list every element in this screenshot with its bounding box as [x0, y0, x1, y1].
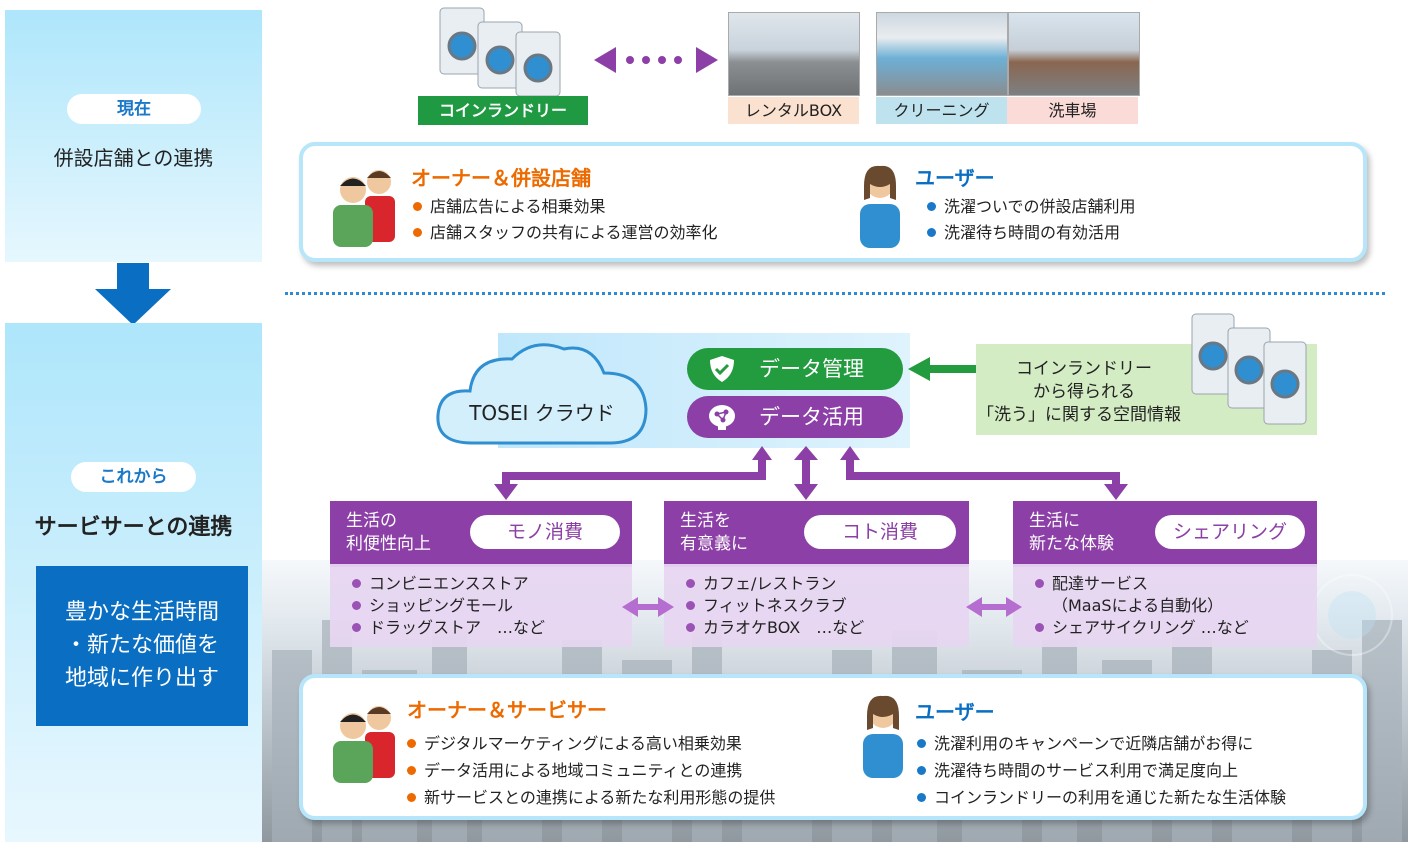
car-wash-photo — [1008, 12, 1140, 96]
user-benefit: 洗濯待ち時間のサービス利用で満足度向上 — [917, 757, 1286, 784]
owner-benefit: 新サービスとの連携による新たな利用形態の提供 — [407, 784, 775, 811]
section-divider — [285, 292, 1385, 295]
owner-benefit: データ活用による地域コミュニティとの連携 — [407, 757, 775, 784]
future-title: サービサーとの連携 — [34, 515, 233, 540]
user-title: ユーザー — [915, 700, 995, 724]
column-item: ショッピングモール — [352, 595, 545, 617]
data-use-pill: データ活用 — [687, 396, 903, 438]
column-tag: コト消費 — [804, 515, 956, 549]
value-line: 地域に作り出す — [64, 666, 219, 691]
store-label: クリーニング — [876, 97, 1007, 124]
owner-benefit: 店舗スタッフの共有による運営の効率化 — [413, 220, 718, 246]
column-item: 配達サービス — [1035, 573, 1249, 595]
owner-title: オーナー＆併設店舗 — [411, 166, 591, 190]
column-item: （MaaSによる自動化） — [1052, 596, 1224, 615]
column-item: カラオケBOX …など — [686, 617, 864, 639]
column-header: 生活を 有意義に コト消費 — [664, 501, 969, 567]
store-label: レンタルBOX — [728, 97, 859, 124]
current-title: 併設店舗との連携 — [53, 146, 214, 170]
future-panel: これから サービサーとの連携 豊かな生活時間 ・新たな価値を 地域に作り出す — [5, 323, 262, 842]
column-item: シェアサイクリング …など — [1035, 617, 1249, 639]
down-arrow-icon — [95, 263, 171, 325]
column-header: 生活に 新たな体験 シェアリング — [1013, 501, 1317, 567]
column-tag: シェアリング — [1155, 515, 1305, 549]
user-person-icon — [858, 164, 902, 248]
column-body: 配達サービス （MaaSによる自動化） シェアサイクリング …など — [1013, 564, 1317, 647]
left-arrow-icon — [908, 357, 978, 381]
column-body: カフェ/レストラン フィットネスクラブ カラオケBOX …など — [664, 564, 969, 647]
user-benefit: 洗濯待ち時間の有効活用 — [927, 220, 1136, 246]
laundry-label: コインランドリー — [418, 96, 588, 125]
connection-arrows — [490, 442, 1140, 502]
column-item: コンビニエンスストア — [352, 573, 545, 595]
washing-machines-icon — [438, 6, 563, 98]
current-panel: 現在 併設店舗との連携 — [5, 10, 262, 262]
column-body: コンビニエンスストア ショッピングモール ドラッグストア …など — [330, 564, 632, 647]
brain-icon — [709, 405, 735, 430]
washing-machines-icon — [1190, 312, 1310, 428]
owner-title: オーナー＆サービサー — [407, 698, 607, 722]
double-arrow-icon — [622, 596, 674, 618]
link-arrow-icon — [594, 45, 718, 75]
value-line: 豊かな生活時間 — [64, 600, 219, 625]
double-arrow-icon — [966, 596, 1022, 618]
owner-benefit: 店舗広告による相乗効果 — [413, 194, 718, 220]
column-label: 有意義に — [680, 534, 748, 554]
value-box: 豊かな生活時間 ・新たな価値を 地域に作り出す — [36, 566, 248, 726]
owner-people-icon — [329, 160, 399, 248]
data-manage-pill: データ管理 — [687, 348, 903, 390]
info-line: コインランドリー — [1016, 359, 1152, 379]
user-benefit: 洗濯利用のキャンペーンで近隣店舗がお得に — [917, 730, 1286, 757]
owner-people-icon — [329, 696, 399, 784]
column-label: 生活を — [680, 511, 731, 531]
cloud-name: TOSEI クラウド — [469, 401, 615, 425]
user-title: ユーザー — [915, 166, 995, 190]
column-label: 生活の — [346, 511, 397, 531]
user-person-icon — [861, 694, 905, 778]
user-benefit: 洗濯ついでの併設店舗利用 — [927, 194, 1136, 220]
rental-box-photo — [728, 12, 860, 96]
column-label: 生活に — [1029, 511, 1080, 531]
cloud-icon: TOSEI クラウド — [432, 335, 652, 453]
column-label: 新たな体験 — [1029, 534, 1114, 554]
store-label: 洗車場 — [1007, 97, 1138, 124]
column-item: カフェ/レストラン — [686, 573, 864, 595]
value-line: ・新たな価値を — [64, 633, 219, 658]
owner-benefit: デジタルマーケティングによる高い相乗効果 — [407, 730, 775, 757]
column-tag: モノ消費 — [470, 515, 620, 549]
user-benefit: コインランドリーの利用を通じた新たな生活体験 — [917, 784, 1286, 811]
future-benefits-box: オーナー＆サービサー デジタルマーケティングによる高い相乗効果 データ活用による… — [299, 674, 1367, 820]
column-label: 利便性向上 — [346, 534, 431, 554]
info-line: 「洗う」に関する空間情報 — [977, 405, 1181, 425]
cleaning-photo — [876, 12, 1008, 96]
column-item: フィットネスクラブ — [686, 595, 864, 617]
info-line: から得られる — [1033, 382, 1135, 402]
current-pill: 現在 — [67, 94, 201, 124]
shield-icon — [710, 356, 734, 382]
column-item: ドラッグストア …など — [352, 617, 545, 639]
column-header: 生活の 利便性向上 モノ消費 — [330, 501, 632, 567]
current-benefits-box: オーナー＆併設店舗 店舗広告による相乗効果 店舗スタッフの共有による運営の効率化… — [299, 142, 1367, 262]
future-pill: これから — [71, 462, 196, 492]
